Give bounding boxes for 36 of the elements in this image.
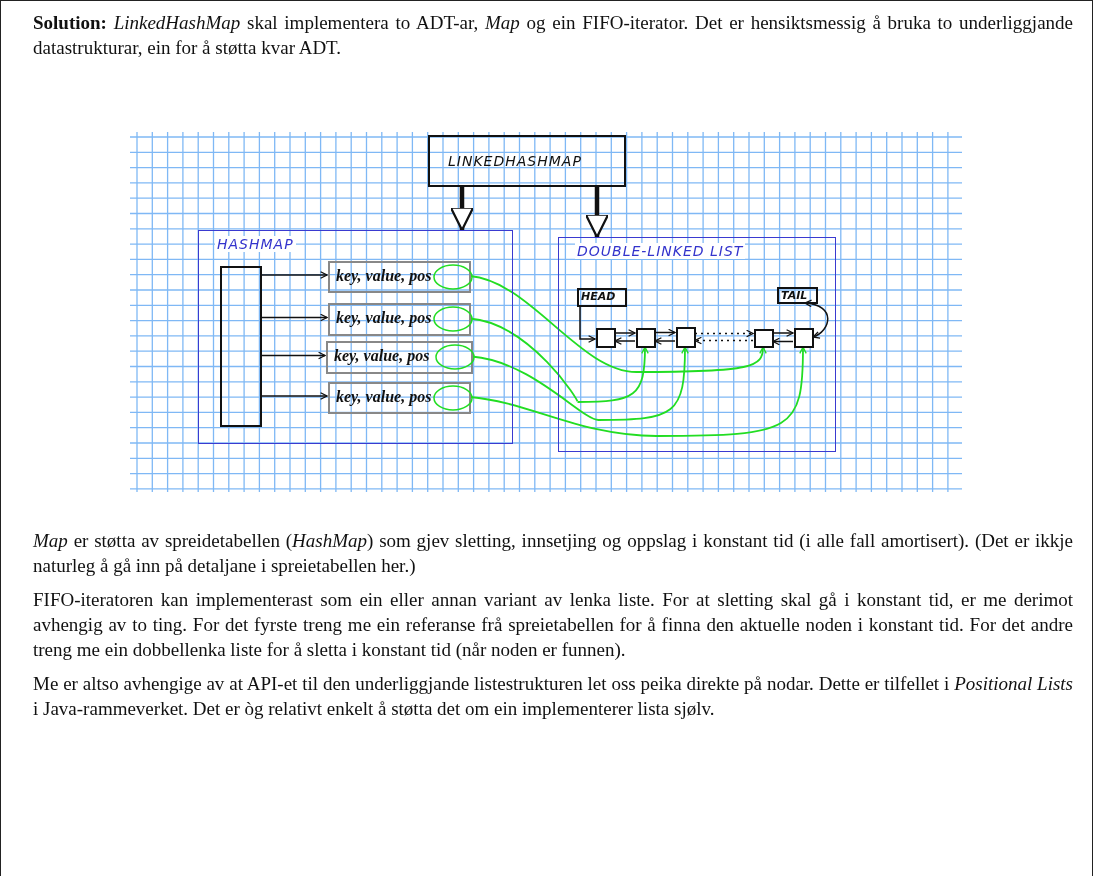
list-node-box	[794, 328, 814, 348]
pointer-name: HEAD	[581, 290, 616, 303]
paragraph: Map er støtta av spreidetabellen (HashMap) som gjev sletting, innsetjing og oppslag i konstant tid (i alle fall amortisert). (Det er ikkje naturleg å gå inn på detaljane i spreietabellen her.)	[33, 529, 1073, 578]
arrow	[260, 351, 326, 360]
entry-text: key, value, pos	[334, 347, 430, 365]
list-node-box	[596, 328, 616, 348]
entry-text: key, value, pos	[336, 309, 432, 327]
group-frame	[558, 237, 836, 452]
arrow	[260, 271, 328, 279]
arrow	[584, 187, 610, 239]
class-name: LINKEDHASHMAP	[448, 153, 582, 169]
entry-box	[328, 382, 471, 414]
entry-box	[328, 303, 471, 336]
arrow	[260, 392, 328, 400]
list-node-box	[636, 328, 656, 348]
pointer-name: TAIL	[781, 289, 808, 302]
list-node-box	[676, 327, 696, 348]
class-box	[428, 135, 626, 187]
label-box	[577, 288, 627, 307]
paragraph: Me er altso avhengige av at API-et til den underliggjande listestrukturen let oss peika direkte på nodar. Dette er tilfellet i Positional Lists i Java-rammeverket. Det er òg relativt enkelt å støtta det om ein implementerer lista sjølv.	[33, 672, 1073, 721]
entry-box	[326, 341, 473, 374]
group-frame	[198, 230, 513, 444]
entry-box	[328, 261, 471, 293]
arrow	[449, 187, 475, 232]
group-title: DOUBLE-LINKED LIST	[575, 243, 746, 259]
entry-text: key, value, pos	[336, 267, 432, 285]
arrow	[804, 300, 829, 338]
paragraph: Solution: LinkedHashMap skal implementera to ADT-ar, Map og ein FIFO-iterator. Det er hensiktsmessig å bruka to underliggjande datastrukturar, ein for å støtta kvar ADT.	[33, 11, 1073, 60]
arrow	[260, 313, 328, 322]
group-title: HASHMAP	[215, 236, 296, 252]
paragraph: FIFO-iteratoren kan implementerast som ein eller annan variant av lenka liste. For at sletting skal gå i konstant tid, er me derimot avhengig av to ting. For det fyrste treng me ein referanse frå spreietabellen for å finna den aktuelle noden i konstant tid. For det andre treng me ein dobbellenka liste for å sletta i konstant tid (når noden er funnen).	[33, 588, 1073, 662]
array-bar	[220, 266, 262, 427]
entry-text: key, value, pos	[336, 388, 432, 406]
label-box	[777, 287, 818, 304]
list-node-box	[754, 329, 774, 348]
arrow	[579, 305, 596, 343]
